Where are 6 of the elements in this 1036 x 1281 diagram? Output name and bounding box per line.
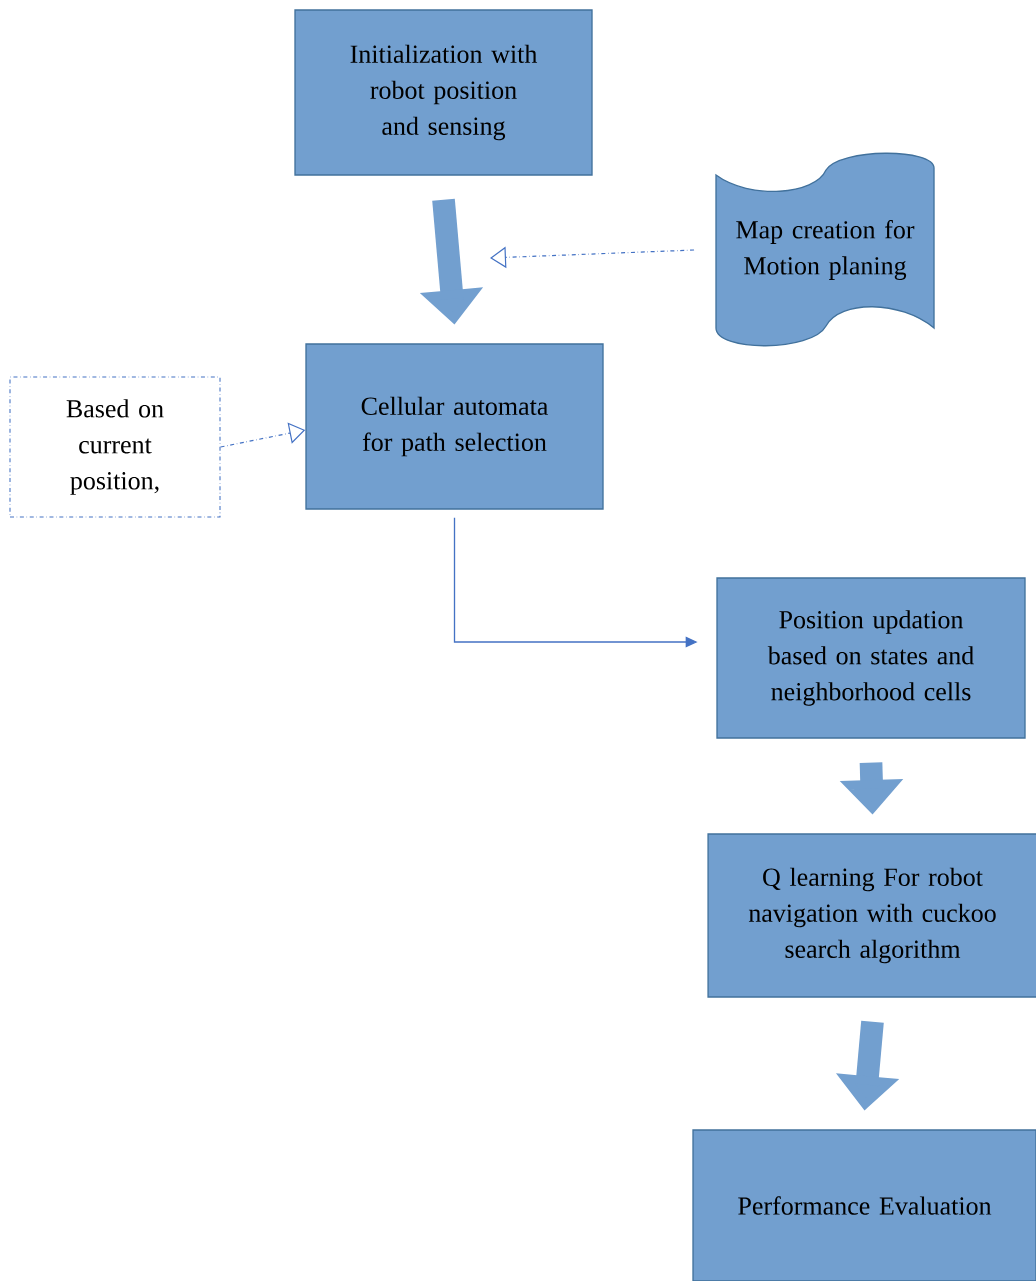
process-box: Q learning For robot navigation with cuckoo search algorithm: [707, 833, 1036, 998]
process-box: Initialization with robot position and sensing: [294, 9, 593, 176]
process-box: Performance Evaluation: [692, 1129, 1036, 1281]
process-box: Position updation based on states and neighborhood cells: [716, 577, 1026, 739]
process-box: Cellular automata for path selection: [305, 343, 604, 510]
note-box: Based on current position,: [9, 376, 221, 518]
